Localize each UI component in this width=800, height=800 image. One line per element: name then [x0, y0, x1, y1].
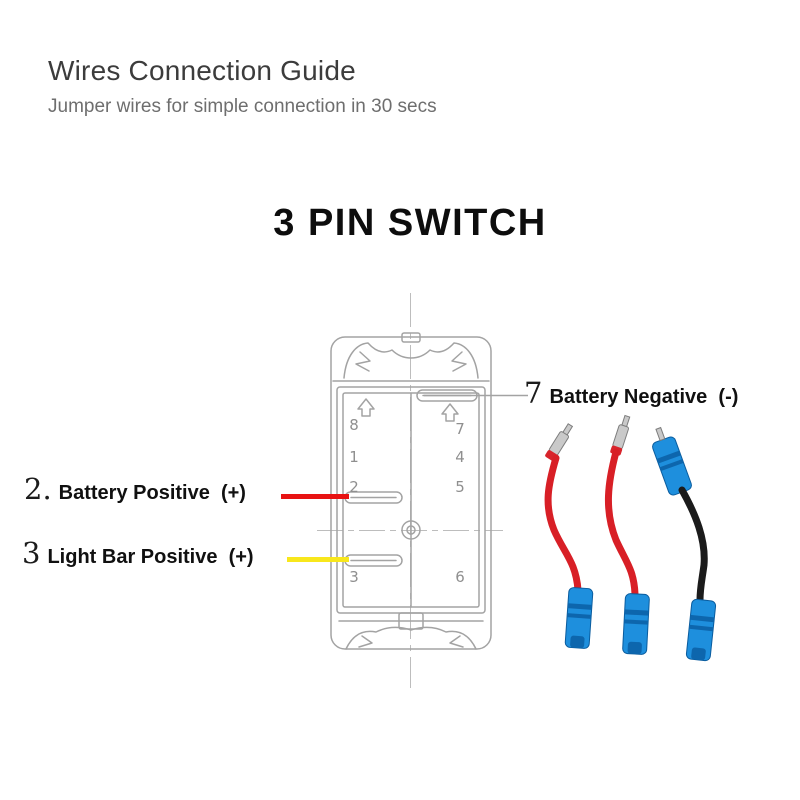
pin-number-1: 1	[349, 448, 359, 466]
bottom-right-hatch	[449, 635, 464, 648]
callout-light-bar-positive: 3 Light Bar Positive (+)	[22, 536, 254, 570]
page-header: Wires Connection Guide Jumper wires for …	[48, 55, 437, 118]
callout-pin-number: 3	[22, 536, 41, 570]
jumper-wire-red-1	[544, 423, 594, 649]
pin-number-5: 5	[455, 478, 465, 496]
spade-terminal-icon	[545, 423, 574, 462]
up-arrow-right-icon	[441, 403, 459, 422]
callout-label: Battery Positive (+)	[58, 482, 246, 504]
page-subtitle: Jumper wires for simple connection in 30…	[48, 96, 437, 117]
top-rocker-curve	[343, 342, 479, 379]
blue-connector-icon	[564, 587, 594, 649]
pin3-yellow-wire-segment	[287, 557, 349, 562]
top-left-hatch	[355, 351, 371, 372]
pin-number-6: 6	[455, 568, 465, 586]
center-screw-inner	[406, 525, 416, 535]
callout-pin-number: 7	[524, 376, 543, 410]
up-arrow-left-icon	[357, 398, 375, 417]
pin2-red-wire-segment	[281, 494, 349, 499]
callout-battery-positive: 2. Battery Positive (+)	[24, 472, 246, 506]
black-wire	[678, 486, 708, 604]
jumper-wire-red-2	[605, 414, 650, 655]
pin-number-7: 7	[455, 420, 465, 438]
top-right-hatch	[451, 351, 467, 372]
blue-connector-icon	[685, 598, 717, 662]
blue-connector-icon	[652, 426, 692, 496]
bottom-center-tab	[398, 612, 424, 630]
blue-connector-icon	[622, 593, 650, 655]
callout-battery-negative: 7 Battery Negative (-)	[524, 376, 738, 410]
pin-number-8: 8	[349, 416, 359, 434]
callout-pin-number: 2.	[24, 472, 52, 506]
pin-number-2: 2	[349, 478, 359, 496]
callout-label: Battery Negative (-)	[549, 386, 739, 408]
red-wire-1	[544, 454, 582, 594]
page-title: Wires Connection Guide	[48, 55, 356, 86]
center-screw-outer	[401, 520, 421, 540]
switch-pin-numbers: 8 1 2 3 7 4 5 6	[349, 416, 465, 586]
diagram-heading: 3 PIN SWITCH	[273, 202, 547, 244]
switch-top-notch	[401, 332, 421, 343]
switch-body	[330, 336, 492, 650]
pin-number-3: 3	[349, 568, 359, 586]
bottom-left-hatch	[358, 635, 373, 648]
jumper-wire-black	[652, 426, 717, 662]
bottom-rocker-curve	[345, 626, 477, 650]
spade-terminal-icon	[610, 414, 631, 456]
callout-label: Light Bar Positive (+)	[47, 546, 254, 568]
pin-number-4: 4	[455, 448, 465, 466]
red-wire-2	[605, 448, 639, 598]
